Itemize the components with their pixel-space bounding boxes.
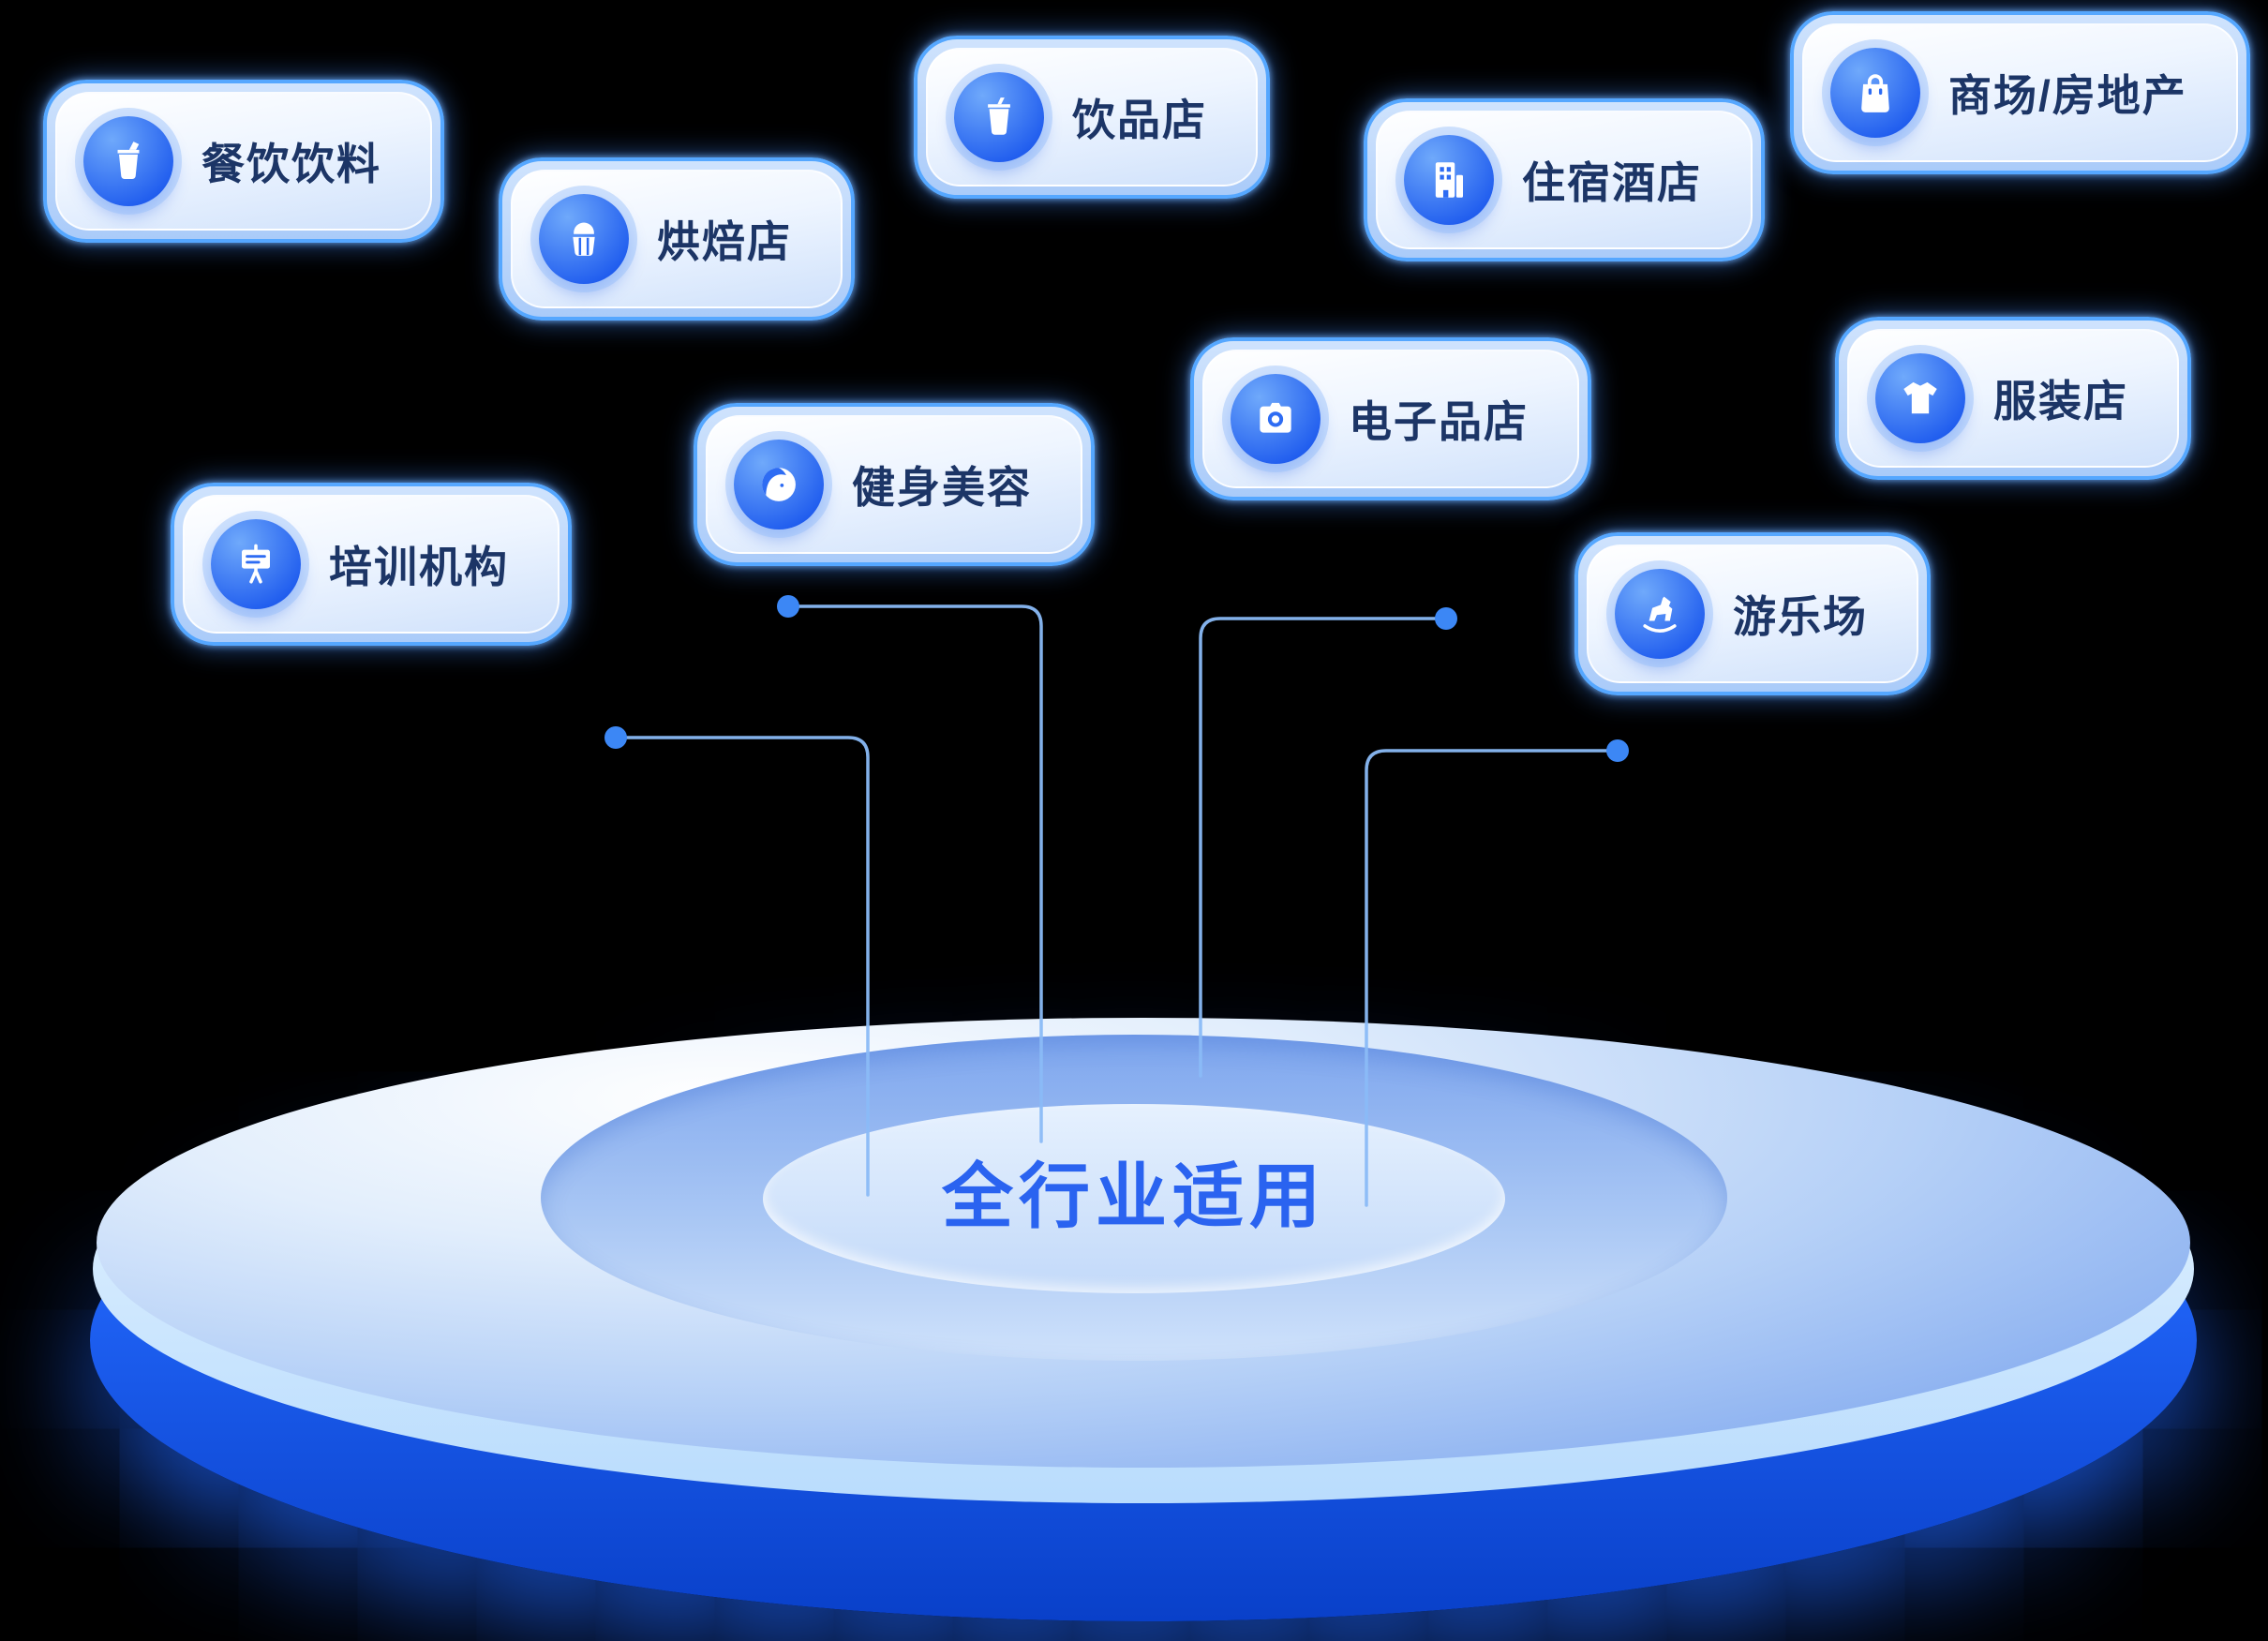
cupcake-icon xyxy=(539,194,629,284)
industry-card-fitness-beauty: 健身美容 xyxy=(694,403,1095,566)
card-surface: 培训机构 xyxy=(183,495,560,634)
industry-card-amusement: 游乐场 xyxy=(1574,532,1931,695)
beauty-face-icon xyxy=(734,440,824,530)
center-title: 全行业适用 xyxy=(942,1157,1326,1237)
card-surface: 商场/房地产 xyxy=(1802,23,2238,162)
rocking-horse-icon xyxy=(1615,569,1705,659)
card-surface: 烘焙店 xyxy=(511,170,843,308)
card-surface: 餐饮饮料 xyxy=(55,92,432,231)
tshirt-icon xyxy=(1875,353,1965,443)
industry-label: 饮品店 xyxy=(1072,96,1207,144)
card-surface: 游乐场 xyxy=(1587,545,1918,683)
industry-card-mall-realestate: 商场/房地产 xyxy=(1790,11,2250,174)
industry-label: 服装店 xyxy=(1993,377,2128,425)
card-surface: 健身美容 xyxy=(706,415,1082,554)
industry-label: 住宿酒店 xyxy=(1522,158,1702,207)
card-surface: 住宿酒店 xyxy=(1376,111,1753,249)
shopping-bag-icon xyxy=(1830,48,1920,138)
drink-cup-straw-icon xyxy=(83,116,173,206)
industry-card-hotel: 住宿酒店 xyxy=(1364,98,1765,261)
industry-card-food-beverage: 餐饮饮料 xyxy=(43,80,444,243)
industry-label: 商场/房地产 xyxy=(1948,71,2187,120)
disc-center-plateau xyxy=(763,1104,1505,1293)
industry-label: 餐饮饮料 xyxy=(201,140,381,188)
connector-dot xyxy=(604,726,627,749)
connector-dot xyxy=(1435,607,1457,630)
card-surface: 饮品店 xyxy=(926,48,1258,186)
industry-label: 电子品店 xyxy=(1349,397,1529,446)
card-surface: 服装店 xyxy=(1847,329,2179,468)
industry-card-electronics: 电子品店 xyxy=(1190,337,1591,500)
easel-board-icon xyxy=(211,519,301,609)
camera-icon xyxy=(1231,374,1321,464)
industry-label: 游乐场 xyxy=(1733,592,1868,641)
connector-dot xyxy=(1606,739,1629,762)
industry-label: 烘焙店 xyxy=(657,217,792,266)
hotel-building-icon xyxy=(1404,135,1494,225)
beverage-cup-icon xyxy=(954,72,1044,162)
connector-dot xyxy=(777,595,799,618)
industry-card-drink-shop: 饮品店 xyxy=(914,36,1270,199)
industry-card-bakery: 烘焙店 xyxy=(499,157,855,321)
industry-label: 培训机构 xyxy=(329,543,509,591)
industry-label: 健身美容 xyxy=(852,463,1032,512)
card-surface: 电子品店 xyxy=(1202,350,1579,488)
industry-card-training: 培训机构 xyxy=(171,483,572,646)
industry-card-clothing: 服装店 xyxy=(1835,317,2191,480)
